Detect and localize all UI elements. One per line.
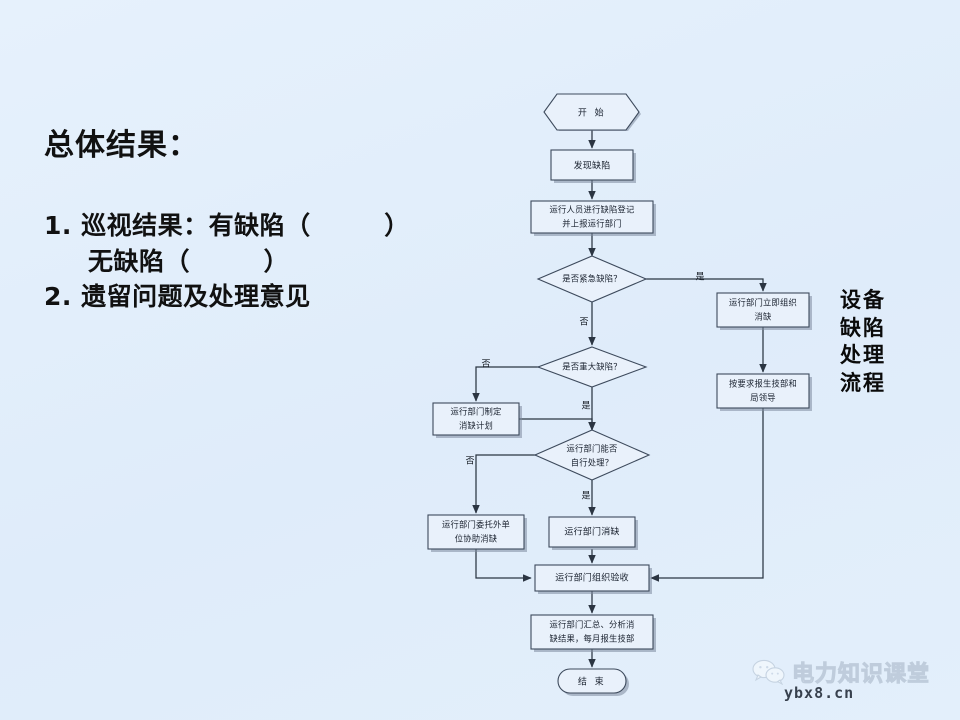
edge-label-urgent-no: 否: [579, 317, 588, 328]
watermark: 电力知识课堂: [752, 656, 930, 688]
edge-self-no: [472, 454, 537, 514]
vertical-title-column-left: 备陷理程: [863, 286, 884, 397]
node-start-label: 开 始: [578, 107, 606, 119]
node-summary-report-label-1: 运行部门汇总、分析消: [550, 620, 635, 630]
node-repair-plan-label-1: 运行部门制定: [451, 407, 502, 417]
node-immediate-repair: 运行部门立即组织 消缺: [716, 292, 812, 330]
edge-label-self-yes: 是: [581, 491, 590, 502]
edge-label-self-no: 否: [465, 456, 474, 467]
edge-label-urgent-yes: 是: [695, 272, 704, 283]
node-report-to-dept: 按要求报生技部和 局领导: [716, 373, 812, 411]
node-immediate-repair-label-1: 运行部门立即组织: [729, 298, 797, 308]
flow-edge-labels: 是 否 否 是 否 是: [465, 272, 704, 502]
node-decision-self-handle: 运行部门能否 自行处理？: [533, 429, 651, 481]
node-discover-defect-label: 发现缺陷: [574, 160, 611, 172]
node-decision-major-label: 是否重大缺陷？: [562, 362, 621, 372]
node-decision-urgent-label: 是否紧急缺陷？: [562, 274, 621, 284]
vertical-process-title: 备陷理程 设缺处流: [840, 286, 884, 397]
node-self-repair: 运行部门消缺: [548, 516, 638, 550]
vertical-title-char: 处: [840, 342, 861, 368]
node-acceptance-label: 运行部门组织验收: [555, 572, 629, 584]
vertical-title-char: 备: [863, 287, 884, 312]
node-outsource-repair-label-1: 运行部门委托外单: [442, 520, 510, 530]
wechat-icon: [752, 659, 785, 685]
node-acceptance: 运行部门组织验收: [534, 564, 652, 594]
node-register-defect-label-1: 运行人员进行缺陷登记: [550, 205, 635, 215]
edge-report-accept: [650, 408, 764, 582]
node-immediate-repair-label-2: 消缺: [755, 312, 772, 322]
node-discover-defect: 发现缺陷: [550, 149, 636, 183]
left-text-block: 总体结果： 1. 巡视结果：有缺陷（ ） 无缺陷（ ） 2. 遗留问题及处理意见: [44, 128, 464, 315]
edge-plan-self: [519, 418, 596, 431]
result-item-1-line-2: 无缺陷（ ）: [88, 246, 290, 276]
vertical-title-char: 陷: [863, 314, 884, 340]
node-outsource-repair: 运行部门委托外单 位协助消缺: [427, 514, 527, 552]
node-decision-major: 是否重大缺陷？: [536, 346, 648, 388]
vertical-title-char: 程: [863, 370, 884, 396]
node-self-repair-label: 运行部门消缺: [564, 526, 619, 538]
node-decision-urgent: 是否紧急缺陷？: [536, 255, 648, 303]
node-summary-report: 运行部门汇总、分析消 缺结果，每月报生技部: [530, 614, 656, 652]
vertical-title-column-right: 设缺处流: [840, 286, 861, 397]
edge-label-major-no: 否: [481, 359, 490, 370]
node-decision-self-handle-label-1: 运行部门能否: [567, 444, 618, 454]
result-item-1-line-1: 1. 巡视结果：有缺陷（ ）: [44, 211, 410, 240]
vertical-title-char: 理: [863, 342, 884, 368]
node-register-defect: 运行人员进行缺陷登记 并上报运行部门: [530, 200, 656, 236]
edge-outsource-accept: [475, 549, 532, 582]
node-report-to-dept-label-1: 按要求报生技部和: [729, 379, 797, 389]
node-end: 结 束: [557, 668, 629, 696]
overall-result-title: 总体结果：: [44, 128, 199, 163]
node-repair-plan: 运行部门制定 消缺计划: [432, 402, 522, 438]
edge-urgent-yes: [644, 278, 767, 292]
edge-major-no: [472, 366, 540, 402]
result-item-2: 2. 遗留问题及处理意见: [44, 282, 311, 311]
node-summary-report-label-2: 缺结果，每月报生技部: [550, 634, 635, 644]
node-report-to-dept-label-2: 局领导: [750, 393, 776, 403]
edge-label-major-yes: 是: [581, 401, 590, 412]
vertical-title-char: 流: [840, 370, 861, 396]
watermark-url: ybx8.cn: [784, 684, 855, 702]
node-start: 开 始: [543, 93, 641, 131]
flow-connectors: [472, 130, 767, 668]
node-decision-self-handle-label-2: 自行处理？: [571, 458, 614, 468]
node-outsource-repair-label-2: 位协助消缺: [455, 534, 498, 544]
node-end-label: 结 束: [578, 676, 606, 688]
watermark-brand: 电力知识课堂: [791, 662, 931, 688]
node-repair-plan-label-2: 消缺计划: [459, 421, 493, 431]
vertical-title-char: 缺: [840, 314, 861, 340]
node-register-defect-label-2: 并上报运行部门: [562, 219, 621, 229]
vertical-title-char: 设: [840, 287, 861, 312]
